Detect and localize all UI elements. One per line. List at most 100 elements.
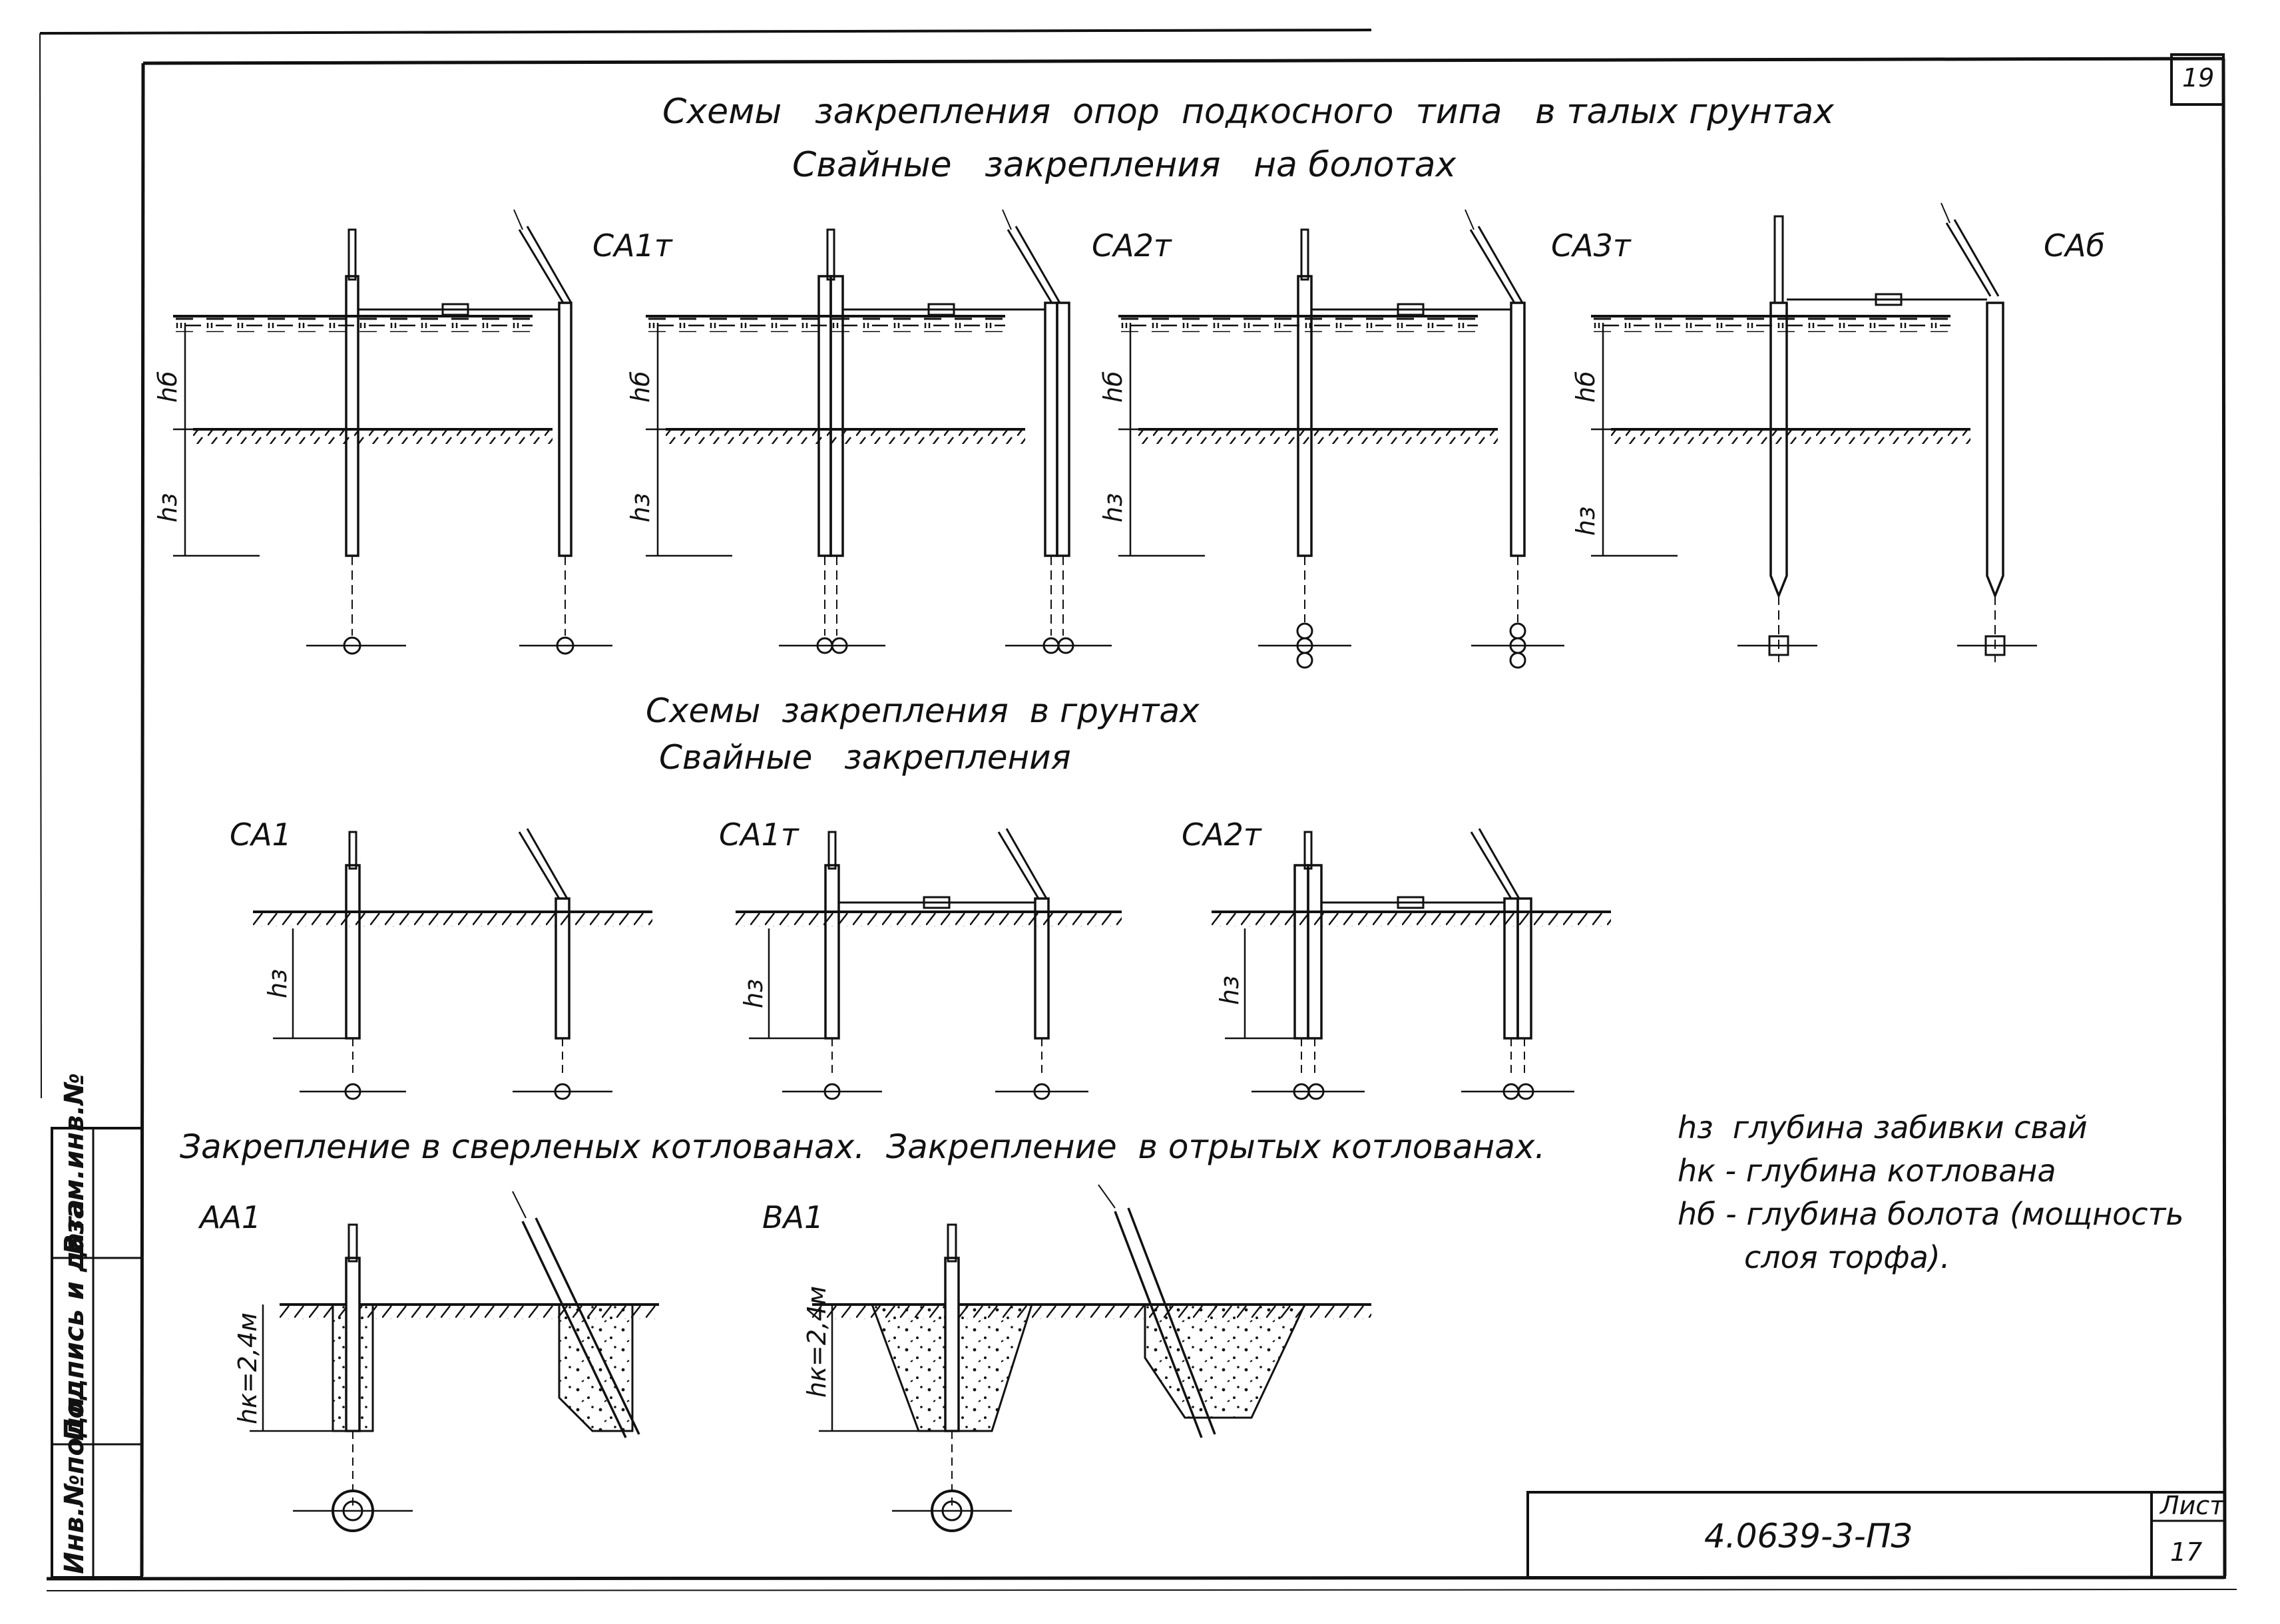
legend: hз глубина забивки свай hк - глубина кот…	[1678, 1110, 2184, 1275]
scheme-ca1-ground: СА1 hз	[230, 817, 652, 1100]
scheme-ca2t-ground: СА2т hз	[1182, 817, 1611, 1100]
pile	[558, 302, 572, 557]
scheme-label: СА1	[230, 817, 292, 853]
pile-plan	[1033, 1083, 1050, 1100]
pointed-pile	[1769, 302, 1788, 599]
sheet-number-bottom: 17	[2170, 1537, 2202, 1567]
pole	[826, 228, 835, 281]
pile	[1307, 864, 1323, 1040]
pile	[345, 864, 361, 1040]
pile	[1293, 864, 1309, 1040]
pile	[824, 864, 840, 1040]
pile-plan	[332, 1490, 374, 1532]
dim-hb-label: hб	[153, 371, 182, 403]
document-code: 4.0639-3-ПЗ	[1704, 1517, 1913, 1555]
pile-plan	[556, 636, 574, 655]
pile	[345, 1257, 361, 1432]
pole	[1303, 831, 1313, 870]
dim-hz-label: hз	[739, 979, 768, 1008]
scheme-ca1t-bog: СА1т hб hз	[153, 209, 673, 655]
dim-hk-label: hк=2,4м	[802, 1286, 831, 1398]
scheme-label: СА2т	[1092, 228, 1172, 264]
legend-line-1: hз глубина забивки свай	[1678, 1110, 2088, 1145]
dim-hz-label: hз	[626, 493, 655, 522]
pile	[1044, 302, 1058, 557]
pile-plan	[1984, 635, 2006, 656]
scheme-label: ВА1	[762, 1199, 823, 1235]
pile-plan	[931, 1490, 973, 1532]
turnbuckle	[441, 303, 469, 316]
scheme-ca1t-ground: СА1т hз	[719, 817, 1122, 1100]
sheet-number-box: 19	[2170, 53, 2225, 106]
scheme-ba1-open-pit: ВА1 hк=2,4м	[762, 1184, 1371, 1532]
dim-hz-label: hз	[153, 493, 182, 522]
turnbuckle	[1397, 896, 1425, 909]
side-stamp: Инв.№подл Подпись и дата Взам.инв.№	[51, 1073, 143, 1579]
pile-plan	[831, 637, 848, 654]
pile-plan	[1307, 1083, 1325, 1100]
title-block: 4.0639-3-ПЗ Лист 17	[1526, 1491, 2226, 1579]
scheme-aa1-drilled-pit: АА1 hк=2,4м	[198, 1191, 659, 1532]
strut	[1945, 222, 1992, 297]
stamp-vzam-inv: Взам.инв.№	[59, 1073, 90, 1255]
title-line-2: Свайные закрепления на болотах	[792, 145, 1457, 185]
sheet-frame	[39, 29, 2237, 1591]
pole	[827, 831, 837, 870]
strut	[1470, 831, 1512, 899]
section2-line-1: Схемы закрепления в грунтах	[646, 692, 1200, 730]
dim-hz-label: hз	[263, 969, 292, 998]
dim-hz-label: hз	[1571, 507, 1600, 536]
pole	[347, 1223, 358, 1263]
pile	[1510, 302, 1526, 557]
stamp-inv-podl: Инв.№подл	[59, 1397, 90, 1574]
scheme-label: СА1т	[592, 228, 673, 264]
scheme-ca2t-bog: СА2т hб hз	[626, 209, 1172, 654]
scheme-label: СА1т	[719, 817, 799, 853]
pole	[947, 1223, 957, 1263]
pile-plan	[1296, 622, 1313, 640]
turnbuckle	[927, 303, 955, 316]
strut	[521, 1221, 627, 1438]
legend-line-3: hб - глубина болота (мощность	[1678, 1196, 2184, 1232]
sheet-label: Лист	[2159, 1491, 2225, 1520]
stamp-signature-date: Подпись и дата	[59, 1199, 90, 1441]
scheme-label: СА2т	[1182, 817, 1262, 853]
pile-plan	[1509, 652, 1526, 669]
scheme-ca3t-bog: СА3т hб hз	[1098, 209, 1632, 669]
strut	[1114, 1211, 1203, 1438]
pile-plan	[554, 1083, 571, 1100]
strut	[1469, 229, 1516, 304]
pile-plan	[823, 1083, 841, 1100]
dim-hb-label: hб	[1098, 371, 1128, 403]
title-line-1: Схемы закрепления опор подкосного типа в…	[662, 92, 1835, 132]
legend-line-4: слоя торфа).	[1744, 1239, 1950, 1275]
pile-plan	[1296, 652, 1313, 669]
scheme-label: СА3т	[1551, 228, 1632, 264]
pile	[1056, 302, 1070, 557]
sheet-number: 19	[2182, 63, 2214, 93]
turnbuckle	[923, 896, 951, 909]
pile-plan	[1057, 637, 1074, 654]
scheme-cab-bog: САб hб hз	[1571, 202, 2105, 662]
section3-title: Закрепление в сверленых котлованах. Закр…	[180, 1127, 1545, 1166]
dim-hz-label: hз	[1098, 493, 1128, 522]
dim-hb-label: hб	[1571, 371, 1600, 403]
pile-plan	[1768, 635, 1789, 656]
pointed-pile	[1986, 302, 2004, 599]
pole	[347, 228, 357, 281]
pile-plan	[344, 1083, 361, 1100]
pole	[1300, 228, 1309, 281]
scheme-label: АА1	[198, 1199, 261, 1235]
strut	[1007, 229, 1053, 304]
dim-hk-label: hк=2,4м	[233, 1313, 262, 1424]
open-pit	[1144, 1303, 1307, 1419]
turnbuckle	[1875, 293, 1903, 306]
pile	[944, 1257, 960, 1432]
pile-plan	[1509, 622, 1526, 640]
pile-plan	[1517, 1083, 1534, 1100]
legend-line-2: hк - глубина котлована	[1678, 1153, 2056, 1189]
section2-line-2: Свайные закрепления	[659, 738, 1071, 777]
dim-hb-label: hб	[626, 371, 655, 403]
strut	[518, 831, 561, 899]
